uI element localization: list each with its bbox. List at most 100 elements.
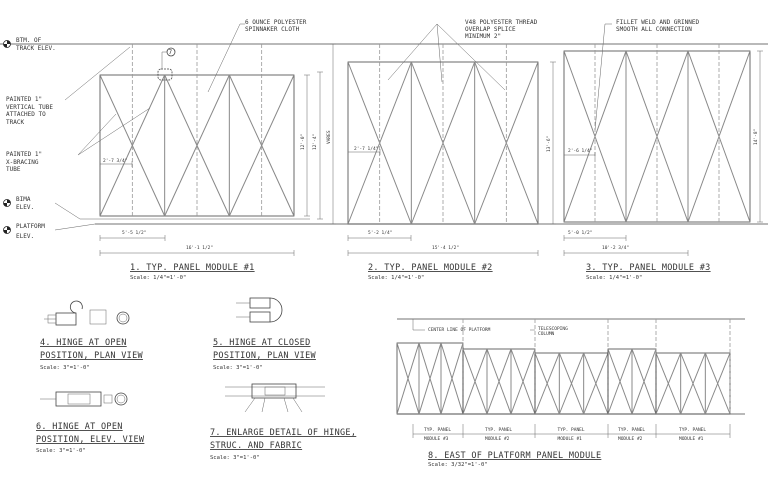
m3-dim-h1: 14'-8" xyxy=(753,129,759,145)
x-brace xyxy=(440,342,453,379)
east-panel-label: TYP. PANEL xyxy=(679,427,706,433)
d6-title-1: 6. HINGE AT OPEN xyxy=(36,422,123,432)
x-brace xyxy=(99,74,133,146)
x-brace xyxy=(687,50,720,137)
x-brace xyxy=(505,142,539,225)
x-brace xyxy=(583,383,597,415)
tube-section-inner xyxy=(118,313,128,323)
x-brace xyxy=(704,352,719,384)
x-bracing-note-1: PAINTED 1" xyxy=(6,151,42,158)
m3-title: 3. TYP. PANEL MODULE #3 xyxy=(586,263,711,273)
m1-scale: Scale: 1/4"=1'-0" xyxy=(130,275,186,281)
x-brace xyxy=(687,136,720,223)
m1-dim-h2: 12'-4" xyxy=(312,134,318,150)
m1-dim-total: 16'-1 1/2" xyxy=(186,245,213,251)
x-brace xyxy=(594,50,627,137)
thread-note-2: OVERLAP SPLICE xyxy=(465,26,516,33)
x-brace xyxy=(595,352,609,384)
m3-dim-total: 10'-2 3/4" xyxy=(602,245,629,251)
m1-dim-h1: 12'-0" xyxy=(300,134,306,150)
d6-scale: Scale: 3"=1'-0" xyxy=(36,448,86,454)
x-brace xyxy=(261,145,295,217)
x-brace xyxy=(462,381,476,415)
leader xyxy=(261,397,266,413)
leader xyxy=(594,23,606,131)
x-brace xyxy=(680,383,694,415)
east-title: 8. EAST OF PLATFORM PANEL MODULE xyxy=(428,451,601,461)
leader xyxy=(77,107,151,156)
x-brace xyxy=(546,383,560,415)
x-brace xyxy=(717,352,731,384)
x-brace xyxy=(718,50,751,137)
column-label-2: COLUMN xyxy=(538,331,555,337)
x-brace xyxy=(474,381,488,415)
d5-title-1: 5. HINGE AT CLOSED xyxy=(213,338,311,348)
d7-scale: Scale: 3"=1'-0" xyxy=(210,455,260,461)
x-brace xyxy=(196,145,230,217)
x-brace xyxy=(510,381,524,415)
x-brace xyxy=(522,381,536,415)
x-brace xyxy=(558,352,572,384)
x-brace xyxy=(228,74,263,146)
fabric-note-1: 6 OUNCE POLYESTER xyxy=(245,19,307,26)
d5-scale: Scale: 3"=1'-0" xyxy=(213,365,263,371)
panel-frame xyxy=(655,352,731,415)
m1-dim-bay: 5'-5 1/2" xyxy=(122,230,146,236)
x-brace xyxy=(451,342,464,379)
x-brace xyxy=(656,50,689,137)
x-brace xyxy=(442,61,476,144)
track-elev-label-1: BTM. OF xyxy=(16,37,42,44)
x-brace xyxy=(474,348,488,382)
d7-title-2: STRUC. AND FABRIC xyxy=(210,441,302,451)
x-brace xyxy=(410,142,444,225)
x-brace xyxy=(607,381,621,415)
leader xyxy=(54,223,96,231)
x-brace xyxy=(655,383,669,415)
center-line-label: CENTER LINE OF PLATFORM xyxy=(428,327,491,333)
hinge-knuckle xyxy=(70,300,83,314)
hinge-body xyxy=(251,383,297,399)
x-brace xyxy=(625,136,658,223)
x-brace xyxy=(510,348,524,382)
vertical-tube-note-4: TRACK xyxy=(6,119,24,126)
x-brace xyxy=(396,342,409,379)
x-brace xyxy=(546,352,560,384)
x-brace xyxy=(625,50,658,137)
weld-note-2: SMOOTH ALL CONNECTION xyxy=(616,26,692,33)
east-panel-label: TYP. PANEL xyxy=(485,427,512,433)
elevation-marker-fill xyxy=(3,40,11,48)
x-brace xyxy=(607,348,621,382)
x-brace xyxy=(498,381,512,415)
x-brace xyxy=(451,378,464,415)
east-panel-label: MODULE #2 xyxy=(618,436,643,442)
x-brace xyxy=(164,145,198,217)
m3-dim-offset: 2'-6 1/4" xyxy=(568,148,592,154)
x-brace xyxy=(407,378,420,415)
m3-dim-bay: 5'-0 1/2" xyxy=(568,230,592,236)
x-brace xyxy=(534,352,548,384)
x-brace xyxy=(718,136,751,223)
x-brace xyxy=(418,378,431,415)
tube-section-icon xyxy=(114,392,128,406)
leader xyxy=(436,23,443,83)
x-brace xyxy=(558,383,572,415)
x-brace xyxy=(680,352,694,384)
elevation-marker-fill xyxy=(3,226,11,234)
vertical-tube-note-1: PAINTED 1" xyxy=(6,96,42,103)
east-panel-label: TYP. PANEL xyxy=(618,427,645,433)
d5-title-2: POSITION, PLAN VIEW xyxy=(213,351,317,361)
x-brace xyxy=(717,383,731,415)
x-brace xyxy=(534,383,548,415)
leader xyxy=(54,202,81,220)
east-panel-label: MODULE #1 xyxy=(679,436,704,442)
hinge-body xyxy=(55,312,77,326)
east-scale: Scale: 3/32"=1'-0" xyxy=(428,462,488,468)
x-brace xyxy=(196,74,230,146)
leader xyxy=(436,23,506,91)
x-brace xyxy=(410,61,444,144)
x-brace xyxy=(379,142,412,225)
d6-title-2: POSITION, ELEV. VIEW xyxy=(36,435,145,445)
x-brace xyxy=(474,142,507,225)
x-bracing-note-3: TUBE xyxy=(6,166,21,173)
